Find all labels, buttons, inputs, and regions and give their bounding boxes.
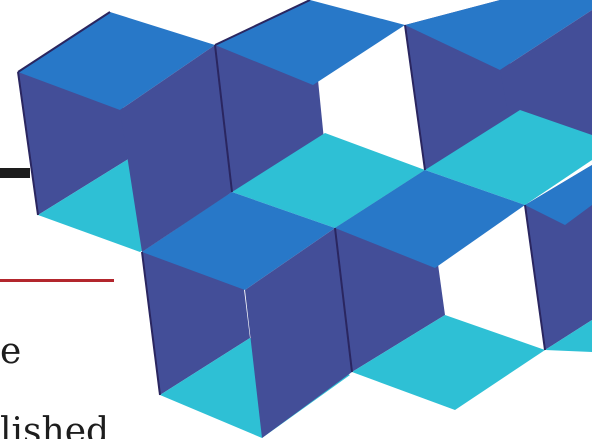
cube bbox=[120, 0, 425, 252]
body-text-fragment-1: e bbox=[0, 331, 22, 372]
heading-rule bbox=[0, 279, 114, 282]
body-text-fragment-2: lished bbox=[0, 411, 110, 439]
cube bbox=[245, 170, 545, 438]
cube bbox=[525, 165, 592, 352]
cube-row-lower bbox=[142, 165, 592, 438]
heading-fragment bbox=[0, 168, 30, 178]
cube bbox=[405, 0, 592, 205]
cube-edges bbox=[17, 0, 546, 396]
cube-row-upper bbox=[18, 0, 592, 252]
